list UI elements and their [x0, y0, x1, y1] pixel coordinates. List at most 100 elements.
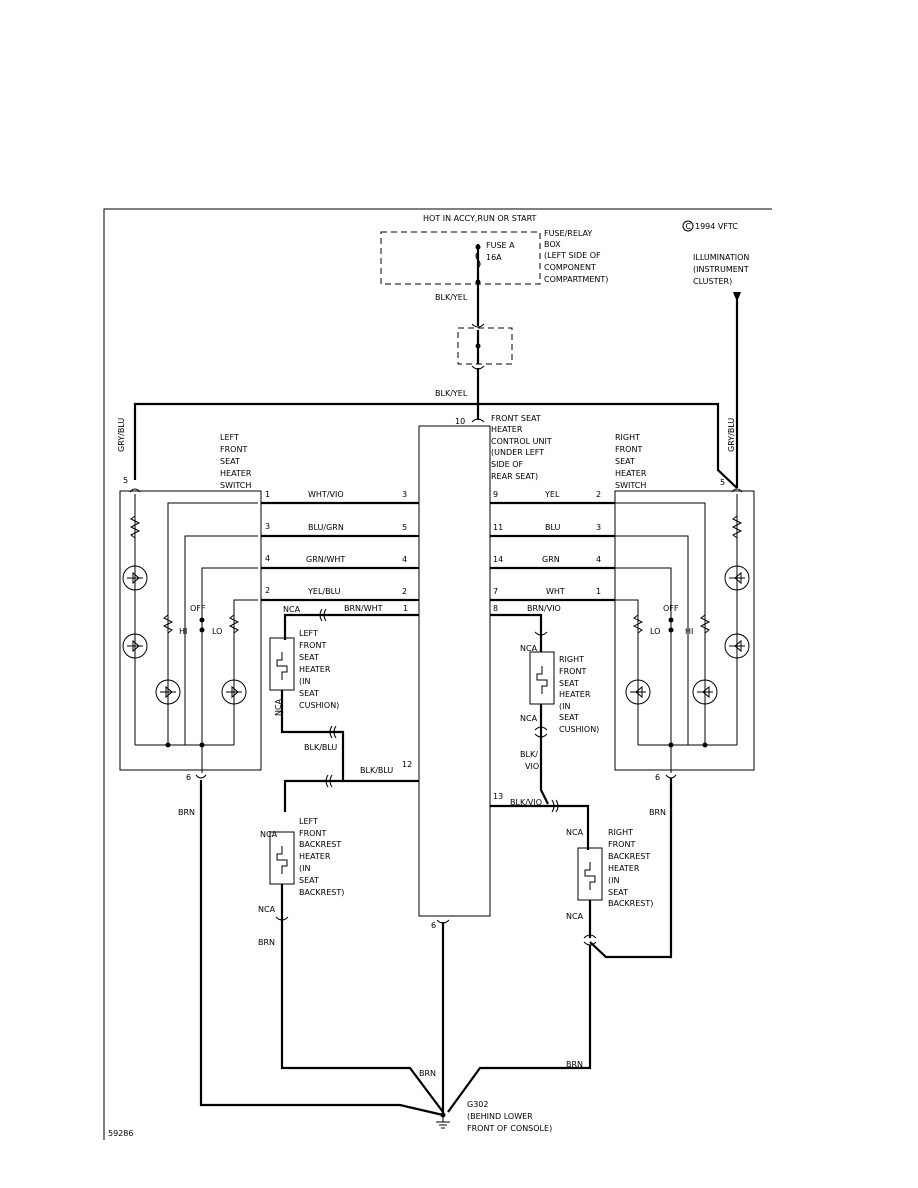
svg-text:BACKREST): BACKREST) — [299, 888, 344, 897]
svg-text:9: 9 — [493, 490, 498, 499]
junction-box-outline — [457, 327, 513, 365]
right-backrest-heater-box — [577, 847, 603, 901]
svg-text:SEAT: SEAT — [220, 457, 240, 466]
svg-text:FUSE/RELAY: FUSE/RELAY — [544, 229, 592, 238]
right-hi-label: HI — [685, 627, 693, 636]
svg-text:CUSHION): CUSHION) — [559, 725, 599, 734]
svg-text:2: 2 — [402, 587, 407, 596]
left-off-label: OFF — [190, 604, 206, 613]
svg-text:3: 3 — [402, 490, 407, 499]
svg-text:2: 2 — [265, 586, 270, 595]
wire-label-brn-vio: BRN/VIO — [527, 604, 561, 613]
svg-text:(LEFT SIDE OF: (LEFT SIDE OF — [544, 251, 601, 260]
svg-text:SEAT: SEAT — [299, 689, 319, 698]
copyright-c: C — [686, 222, 692, 231]
left-switch-label: LEFT FRONT SEAT HEATER SWITCH — [220, 433, 252, 490]
right-switch-pin-6: 6 — [655, 773, 660, 782]
connector-icon-upper-a — [471, 323, 485, 328]
unit-pin-8: 8 — [493, 604, 498, 613]
wire-label-brn-wht: BRN/WHT — [344, 604, 383, 613]
right-switch-pin-5: 5 — [720, 478, 725, 487]
svg-text:CLUSTER): CLUSTER) — [693, 277, 732, 286]
wire-label-blk-vio-b: VIO — [525, 762, 539, 771]
right-cushion-label: RIGHT FRONT SEAT HEATER (IN SEAT CUSHION… — [559, 655, 599, 734]
illumination-label: ILLUMINATION (INSTRUMENT CLUSTER) — [693, 253, 749, 286]
svg-text:G302: G302 — [467, 1100, 488, 1109]
connector-icon-left-cushion — [329, 725, 337, 739]
right-off-contact-icon-2 — [668, 627, 674, 633]
right-cushion-heater-box — [529, 651, 555, 705]
wire-label-blk-vio: BLK/VIO — [510, 798, 542, 807]
right-resistor-icon-lo — [632, 614, 644, 634]
svg-text:11: 11 — [493, 523, 503, 532]
left-wire-label-yel-blu: YEL/BLU — [307, 587, 341, 596]
left-switch-power-connector-icon — [129, 488, 141, 493]
left-resistor-icon-1 — [129, 515, 141, 539]
svg-text:SEAT: SEAT — [299, 653, 319, 662]
unit-pin-10: 10 — [455, 417, 465, 426]
left-cushion-return-wire — [280, 690, 345, 760]
wire-label-blk-blu-vertical: BLK/BLU — [304, 743, 337, 752]
right-off-label: OFF — [663, 604, 679, 613]
wire-label-brn-left-backrest: BRN — [258, 938, 275, 947]
right-cushion-heater-icon — [536, 666, 548, 694]
left-hi-label: HI — [179, 627, 187, 636]
left-lo-label: LO — [212, 627, 222, 636]
ground-label: G302 (BEHIND LOWER FRONT OF CONSOLE) — [467, 1100, 552, 1133]
right-off-contact-icon — [668, 617, 674, 623]
svg-text:SEAT: SEAT — [299, 876, 319, 885]
blk-vio-wire — [490, 804, 590, 850]
svg-text:4: 4 — [402, 555, 407, 564]
svg-text:3: 3 — [265, 522, 270, 531]
svg-text:COMPONENT: COMPONENT — [544, 263, 596, 272]
fuse-dot-top — [475, 244, 481, 250]
right-internal-hi-line — [615, 502, 706, 745]
wire-label-gry-blu-left: GRY/BLU — [117, 418, 126, 452]
left-led-symbol-lo — [226, 685, 242, 699]
right-cushion-nca-top: NCA — [520, 644, 538, 653]
svg-text:ILLUMINATION: ILLUMINATION — [693, 253, 749, 262]
right-wire-label-wht: WHT — [546, 587, 565, 596]
left-switch-pins: 1 3 4 2 — [265, 490, 270, 595]
connector-icon-blk-vio — [551, 799, 559, 813]
svg-text:REAR SEAT): REAR SEAT) — [491, 472, 538, 481]
gry-blu-wire — [133, 402, 738, 489]
right-cushion-feed-wire — [490, 613, 543, 652]
svg-text:SEAT: SEAT — [559, 713, 579, 722]
control-unit-box — [418, 425, 491, 917]
copyright-label: 1994 VFTC — [695, 222, 738, 231]
svg-text:HEATER: HEATER — [299, 665, 331, 674]
svg-text:HEATER: HEATER — [559, 690, 591, 699]
svg-text:LEFT: LEFT — [220, 433, 239, 442]
svg-text:4: 4 — [265, 554, 270, 563]
right-internal-lo-line — [615, 599, 639, 745]
svg-text:RIGHT: RIGHT — [608, 828, 633, 837]
drawing-number: 59286 — [108, 1129, 133, 1138]
left-internal-hi-line — [167, 502, 258, 745]
right-wire-label-blu: BLU — [545, 523, 561, 532]
svg-text:1: 1 — [265, 490, 270, 499]
left-switch-box — [119, 490, 262, 771]
right-switch-ground-wire — [589, 778, 673, 959]
svg-text:(UNDER LEFT: (UNDER LEFT — [491, 448, 544, 457]
svg-text:CONTROL UNIT: CONTROL UNIT — [491, 437, 552, 446]
svg-text:5: 5 — [402, 523, 407, 532]
right-led-symbol-lo — [630, 685, 646, 699]
left-cushion-feed-wire — [283, 613, 419, 640]
fuse-icon — [475, 251, 481, 269]
svg-text:FRONT OF CONSOLE): FRONT OF CONSOLE) — [467, 1124, 552, 1133]
svg-text:(IN: (IN — [299, 864, 310, 873]
right-switch-pins: 2 3 4 1 — [596, 490, 601, 596]
connector-icon-unit-top — [471, 418, 485, 423]
fuse-relay-box-outline — [380, 231, 541, 285]
left-led-symbol-hi — [160, 685, 176, 699]
left-switch-pin-6: 6 — [186, 773, 191, 782]
left-lamp-icon-1 — [122, 565, 148, 591]
right-lo-label: LO — [650, 627, 660, 636]
svg-text:3: 3 — [596, 523, 601, 532]
svg-text:(IN: (IN — [299, 677, 310, 686]
right-switch-box — [614, 490, 755, 771]
fuse-dot-bottom — [475, 279, 481, 285]
right-resistor-icon-1 — [731, 515, 743, 539]
right-cushion-return-wire — [539, 704, 549, 805]
